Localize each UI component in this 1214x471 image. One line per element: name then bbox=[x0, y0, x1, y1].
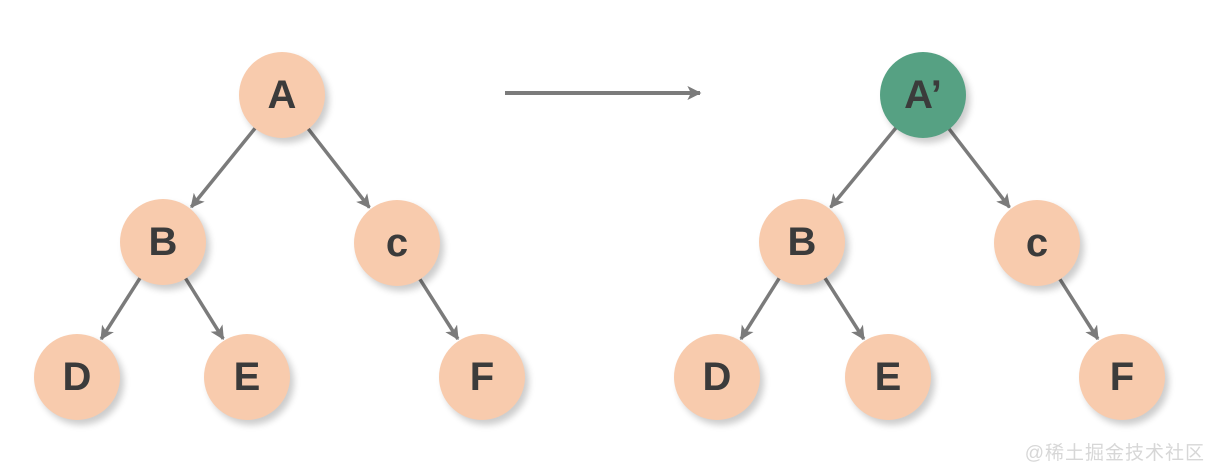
edge-B-to-D bbox=[99, 274, 143, 341]
edge-A2-to-B2 bbox=[829, 124, 899, 209]
tree-node-B2: B bbox=[759, 199, 845, 285]
tree-node-D2: D bbox=[674, 334, 760, 420]
tree-node-E: E bbox=[204, 334, 290, 420]
tree-node-E2: E bbox=[845, 334, 931, 420]
edge-A2-to-c2 bbox=[946, 125, 1011, 209]
tree-node-F: F bbox=[439, 334, 525, 420]
edge-B-to-E bbox=[182, 275, 225, 340]
node-label: A’ bbox=[904, 73, 942, 117]
edge-A-to-B bbox=[189, 124, 259, 209]
node-label: D bbox=[62, 355, 92, 399]
tree-edges-group bbox=[99, 124, 1100, 341]
edge-B2-to-E2 bbox=[822, 274, 866, 341]
tree-node-F2: F bbox=[1079, 334, 1165, 420]
tree-node-A2: A’ bbox=[880, 52, 966, 138]
tree-node-B: B bbox=[120, 199, 206, 285]
node-label: B bbox=[148, 220, 178, 264]
edge-B2-to-D2 bbox=[739, 274, 783, 341]
node-label: c bbox=[1025, 221, 1049, 265]
edge-c-to-F bbox=[416, 275, 460, 341]
tree-node-A: A bbox=[239, 52, 325, 138]
node-label: B bbox=[787, 220, 817, 264]
node-label: F bbox=[469, 355, 495, 399]
node-label: E bbox=[233, 355, 261, 399]
tree-node-c2: c bbox=[994, 200, 1080, 286]
node-label: F bbox=[1109, 355, 1135, 399]
edge-A-to-c bbox=[305, 125, 371, 209]
edge-c2-to-F2 bbox=[1056, 275, 1100, 341]
node-label: A bbox=[267, 73, 297, 117]
node-label: D bbox=[702, 355, 732, 399]
watermark-text: @稀土掘金技术社区 bbox=[1024, 443, 1205, 464]
tree-node-D: D bbox=[34, 334, 120, 420]
tree-node-c: c bbox=[354, 200, 440, 286]
node-label: E bbox=[874, 355, 902, 399]
node-label: c bbox=[385, 221, 409, 265]
